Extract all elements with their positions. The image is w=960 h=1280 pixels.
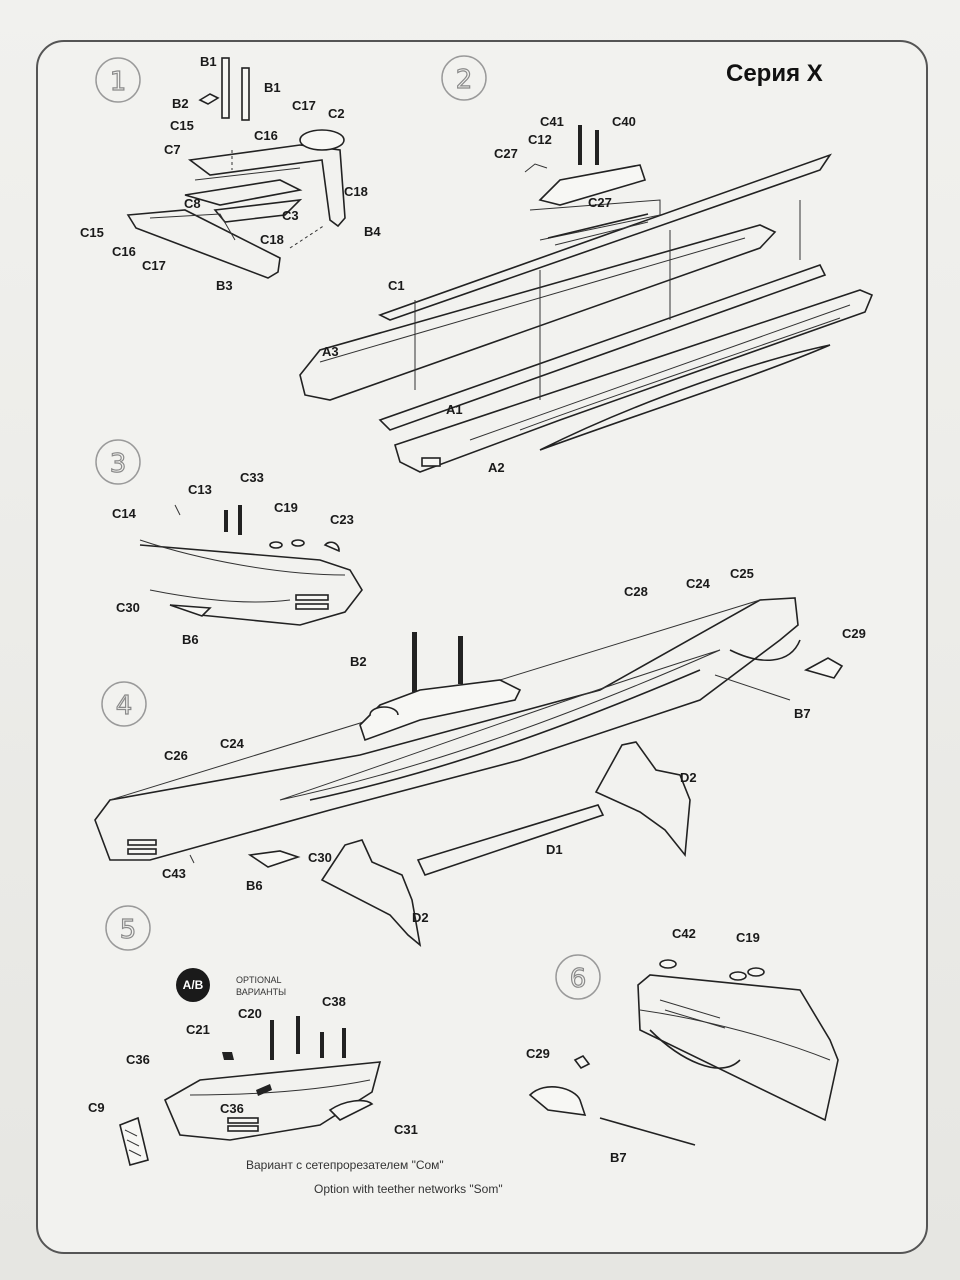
label: B6	[246, 878, 263, 893]
label: C17	[292, 98, 316, 113]
label: C36	[126, 1052, 150, 1067]
labels-step-4: C28 C24 C25 C29 B2 B7 C26 C24 D2 D1 C43 …	[162, 566, 866, 925]
label: C29	[842, 626, 866, 641]
label: C40	[612, 114, 636, 129]
label: B4	[364, 224, 381, 239]
label: C38	[322, 994, 346, 1009]
label: C16	[254, 128, 278, 143]
label: C25	[730, 566, 754, 581]
labels-step-1: B1 B1 B2 C17 C2 C15 C16 C7 C18 C8 C3 B4 …	[80, 54, 381, 293]
label: D2	[412, 910, 429, 925]
step-number-3: 3	[95, 439, 141, 485]
labels-step-3: C13 C33 C14 C19 C23 C30 B6	[112, 470, 354, 647]
optional-line-1: OPTIONAL	[236, 975, 282, 985]
label: B6	[182, 632, 199, 647]
step-2-parts	[299, 125, 874, 473]
label: B7	[610, 1150, 627, 1165]
step-4-text: 4	[116, 691, 133, 721]
step-5-parts	[119, 1016, 382, 1166]
optional-variant-badge: A/B	[176, 968, 210, 1002]
label: C9	[88, 1100, 105, 1115]
label: C19	[274, 500, 298, 515]
label: B1	[200, 54, 217, 69]
label: C31	[394, 1122, 418, 1137]
label: C28	[624, 584, 648, 599]
label: C20	[238, 1006, 262, 1021]
label: C36	[220, 1101, 244, 1116]
label: D1	[546, 842, 563, 857]
label: B1	[264, 80, 281, 95]
caption-russian: Вариант с сетепрорезателем "Сом"	[246, 1158, 444, 1172]
label: A1	[446, 402, 463, 417]
label: C13	[188, 482, 212, 497]
label: C43	[162, 866, 186, 881]
optional-variant-text: OPTIONAL ВАРИАНТЫ	[236, 974, 286, 998]
step-3-text: 3	[110, 449, 127, 479]
label: B2	[350, 654, 367, 669]
step-number-6: 6	[555, 954, 601, 1000]
label: C33	[240, 470, 264, 485]
step-4-parts	[94, 597, 844, 948]
optional-line-2: ВАРИАНТЫ	[236, 987, 287, 997]
label: C3	[282, 208, 299, 223]
step-6-parts	[528, 959, 839, 1146]
label: C15	[80, 225, 104, 240]
label: C8	[184, 196, 201, 211]
label: B2	[172, 96, 189, 111]
label: C42	[672, 926, 696, 941]
caption-english: Option with teether networks "Som"	[314, 1182, 503, 1196]
step-number-2: 2	[441, 55, 487, 101]
label: C7	[164, 142, 181, 157]
sheet-border	[36, 40, 928, 1254]
label: C29	[526, 1046, 550, 1061]
label: C41	[540, 114, 564, 129]
label: C30	[116, 600, 140, 615]
label: C24	[220, 736, 245, 751]
labels-step-6: C42 C19 C29 B7	[526, 926, 760, 1165]
label: B7	[794, 706, 811, 721]
label: C2	[328, 106, 345, 121]
label: B3	[216, 278, 233, 293]
step-number-1: 1	[95, 57, 141, 103]
labels-step-5: C38 C20 C21 C36 C9 C36 C31	[88, 994, 418, 1137]
label: C15	[170, 118, 194, 133]
label: C30	[308, 850, 332, 865]
label: C17	[142, 258, 166, 273]
label: C24	[686, 576, 711, 591]
step-number-5: 5	[105, 905, 151, 951]
step-6-text: 6	[570, 964, 587, 994]
label: C26	[164, 748, 188, 763]
label: C19	[736, 930, 760, 945]
label: A2	[488, 460, 505, 475]
label: C1	[388, 278, 405, 293]
label: C21	[186, 1022, 210, 1037]
label: C18	[260, 232, 284, 247]
label: C12	[528, 132, 552, 147]
step-1-text: 1	[110, 67, 127, 97]
step-1-parts	[126, 57, 346, 279]
step-2-text: 2	[456, 65, 473, 95]
label: C27	[588, 195, 612, 210]
series-title: Серия X	[726, 60, 823, 87]
step-number-4: 4	[101, 681, 147, 727]
label: D2	[680, 770, 697, 785]
label: C16	[112, 244, 136, 259]
step-5-text: 5	[120, 915, 137, 945]
label: C23	[330, 512, 354, 527]
label: C18	[344, 184, 368, 199]
labels-step-2: C41 C40 C12 C27 C27 C1 A3 A1 A2	[322, 114, 636, 475]
step-3-parts	[139, 504, 363, 626]
label: C27	[494, 146, 518, 161]
label: A3	[322, 344, 339, 359]
label: C14	[112, 506, 137, 521]
